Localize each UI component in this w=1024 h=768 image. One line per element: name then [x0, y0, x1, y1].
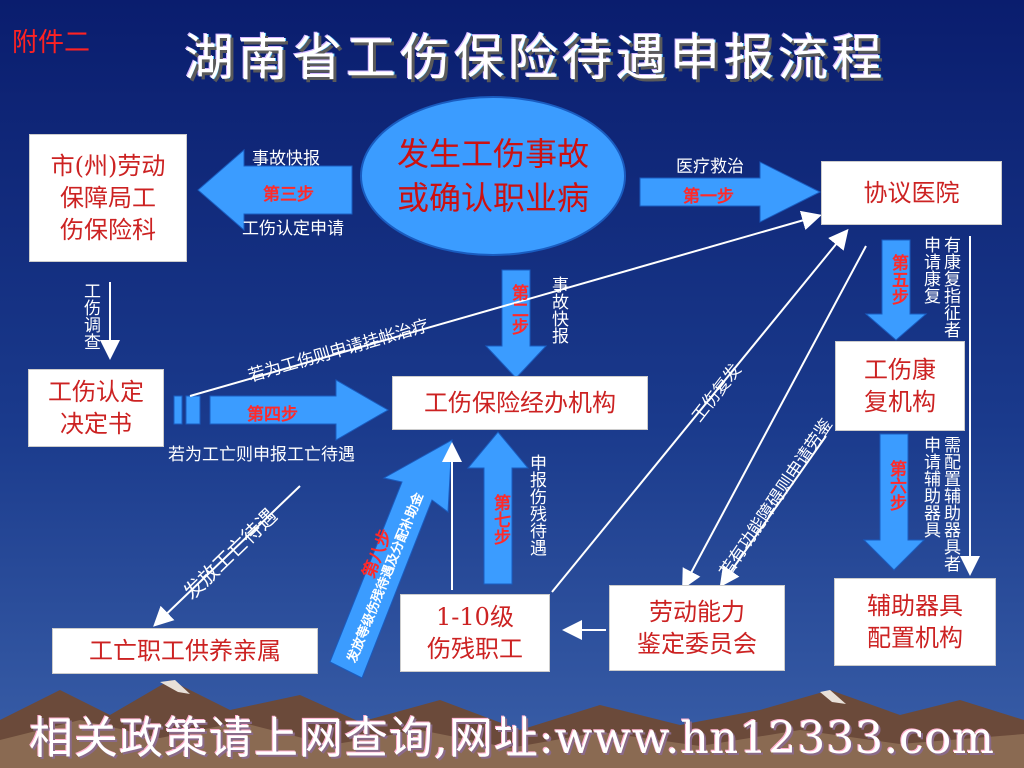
death-benefit-label: 若为工亡则申报工亡待遇 — [168, 445, 355, 465]
aids-need-label: 需配置辅助器具者申请辅助器具 — [920, 436, 960, 572]
aids-line2: 配置机构 — [867, 624, 963, 652]
step5-arrow — [864, 239, 928, 341]
step4-label: 第四步 — [247, 405, 298, 425]
apply-disability-benefit-label: 申报伤残待遇 — [526, 454, 546, 556]
rehab-line1: 工伤康 — [864, 356, 936, 384]
step2-arrow — [484, 269, 548, 379]
decision-line1: 工伤认定 — [48, 378, 144, 406]
medical-treatment-label: 医疗救治 — [676, 157, 744, 177]
mountain-illustration — [0, 680, 1024, 768]
event-line2: 或确认职业病 — [396, 179, 589, 217]
step6-label: 第六步 — [886, 460, 906, 511]
step7-arrow — [466, 431, 530, 585]
labor-bureau-line1: 市(州)劳动 — [50, 152, 166, 180]
event-line1: 发生工伤事故 — [396, 135, 589, 173]
labor-bureau-line3: 伤保险科 — [59, 216, 156, 244]
step7-label: 第七步 — [490, 494, 510, 545]
attachment-tag: 附件二 — [12, 28, 91, 58]
disabled-line1: 1-10级 — [436, 603, 514, 631]
agency-box: 工伤保险经办机构 — [392, 376, 648, 430]
dependents-box: 工亡职工供养亲属 — [52, 628, 318, 674]
step5-label: 第五步 — [888, 254, 908, 305]
step3-label: 第三步 — [263, 185, 314, 205]
step6-arrow — [862, 433, 926, 571]
decision-box: 工伤认定决定书 — [28, 369, 164, 447]
disabled-workers-box: 1-10级伤残职工 — [400, 594, 550, 672]
step1-label: 第一步 — [683, 187, 734, 207]
appraisal-line1: 劳动能力 — [649, 598, 745, 626]
step2-label: 第二步 — [508, 284, 528, 335]
accident-report-label: 事故快报 — [252, 149, 320, 169]
labor-bureau-line2: 保障局工 — [59, 184, 156, 212]
rehab-need-label: 有康复指征者申请康复 — [920, 236, 960, 338]
rehab-box: 工伤康复机构 — [835, 341, 965, 431]
aids-line1: 辅助器具 — [867, 592, 963, 620]
step3-arrow — [197, 148, 353, 232]
step8-arrow — [329, 439, 453, 679]
step4-arrow — [209, 379, 390, 441]
step1-arrow — [639, 161, 822, 223]
labor-bureau-box: 市(州)劳动保障局工伤保险科 — [29, 134, 187, 262]
appraisal-committee-box: 劳动能力鉴定委员会 — [609, 585, 785, 671]
disabled-line2: 伤残职工 — [427, 635, 523, 663]
hospital-box: 协议医院 — [821, 161, 1002, 225]
policy-url-footer: 相关政策请上网查询,网址:www.hn12333.com — [28, 713, 996, 764]
injury-application-label: 工伤认定申请 — [242, 219, 344, 239]
aids-box: 辅助器具配置机构 — [834, 578, 996, 666]
page-title: 湖南省工伤保险待遇申报流程 — [184, 29, 886, 87]
rehab-line2: 复机构 — [864, 388, 936, 416]
decision-line2: 决定书 — [60, 410, 132, 438]
appraisal-line2: 鉴定委员会 — [637, 630, 757, 658]
accident-report-vertical-label: 事故快报 — [548, 276, 568, 344]
injury-investigation-label: 工伤调查 — [80, 282, 100, 350]
injury-event-node: 发生工伤事故或确认职业病 — [360, 96, 626, 256]
